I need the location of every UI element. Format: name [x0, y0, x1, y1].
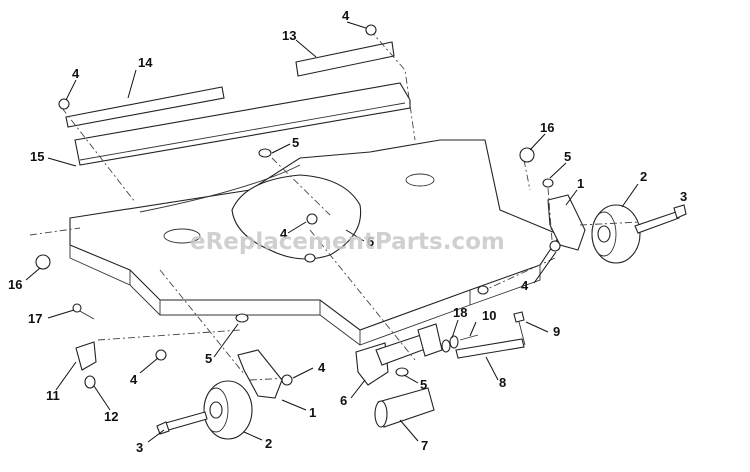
nut-4-h: [281, 374, 293, 386]
callout-4-d: 4: [521, 278, 529, 293]
callout-11: 11: [46, 388, 60, 403]
callout-16-b: 16: [8, 277, 22, 292]
right-axle-bolt: [634, 204, 687, 234]
callout-16-a: 16: [540, 120, 554, 135]
center-hood: [163, 173, 435, 260]
washers: [441, 335, 459, 353]
right-caster-bracket: [547, 194, 586, 251]
nut-4-d: [304, 253, 316, 263]
nut-4-b: [365, 24, 377, 36]
roller-assembly: [355, 323, 525, 428]
nut-4-a: [58, 98, 70, 110]
callout-18: 18: [453, 305, 467, 320]
callout-4-b: 4: [342, 8, 350, 23]
right-caster-wheel: [591, 204, 641, 264]
callout-6-b: 6: [340, 393, 347, 408]
callout-10: 10: [482, 308, 496, 323]
callouts: 14 13 15 4 4 5 16 5 1 2 3 4 6 4 16 17 5 …: [8, 8, 687, 455]
deflector-shield: [74, 82, 411, 166]
leader-lines: [25, 21, 639, 443]
nut-4-c: [306, 213, 318, 225]
roller-bolt: [513, 311, 526, 346]
hitch-pin: [459, 334, 479, 341]
callout-5-b: 5: [564, 149, 571, 164]
left-pin: [84, 375, 96, 389]
hardware: [35, 24, 561, 386]
nut-4-e: [549, 240, 561, 252]
upper-strip: [65, 86, 225, 128]
callout-13: 13: [282, 28, 296, 43]
assembly-lines: [29, 29, 641, 381]
callout-4-e: 4: [130, 372, 138, 387]
callout-1-b: 1: [309, 405, 316, 420]
rear-strip: [295, 41, 395, 77]
side-screw: [72, 303, 95, 320]
callout-5-c: 5: [205, 351, 212, 366]
watermark: eReplacementParts.com: [190, 229, 505, 255]
left-caster-wheel: [203, 380, 253, 440]
bolt-5-d: [395, 367, 409, 377]
nut-4-f: [477, 285, 489, 295]
callout-14: 14: [138, 55, 153, 70]
callout-3-b: 3: [136, 440, 143, 455]
nut-4-g: [155, 349, 167, 361]
callout-12: 12: [104, 409, 118, 424]
callout-17: 17: [28, 311, 42, 326]
left-axle-bolt: [156, 411, 208, 435]
callout-5-d: 5: [420, 377, 427, 392]
callout-2-b: 2: [265, 436, 272, 451]
cap-16-a: [519, 147, 535, 163]
bolt-5-c: [235, 313, 249, 323]
left-mount-bracket: [75, 341, 97, 371]
cap-16-b: [35, 254, 51, 270]
callout-2-a: 2: [640, 169, 647, 184]
callout-9: 9: [553, 324, 560, 339]
callout-6-a: 6: [367, 234, 374, 249]
callout-7: 7: [421, 438, 428, 453]
callout-8: 8: [499, 375, 506, 390]
callout-15: 15: [30, 149, 44, 164]
callout-4-c: 4: [280, 226, 288, 241]
callout-3-a: 3: [680, 189, 687, 204]
callout-4-f: 4: [318, 360, 326, 375]
bolt-5-a: [258, 148, 272, 158]
callout-5-a: 5: [292, 135, 299, 150]
callout-4-a: 4: [72, 66, 80, 81]
left-caster-bracket: [237, 349, 283, 399]
bolt-5-b: [542, 178, 554, 188]
callout-1-a: 1: [577, 176, 584, 191]
